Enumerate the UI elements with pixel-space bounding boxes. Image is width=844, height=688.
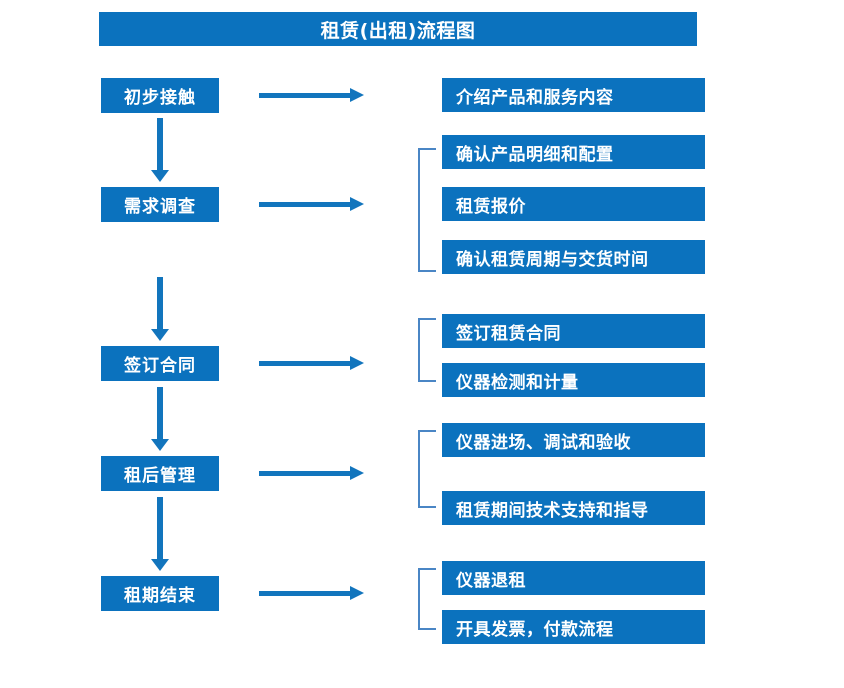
group-bracket-rental-period-end — [418, 568, 436, 630]
vertical-arrow-contract-to-manage — [151, 387, 169, 451]
group-bracket-sign-contract — [418, 318, 436, 382]
group-bracket-needs-survey — [418, 148, 436, 272]
stage-box-initial-contact[interactable]: 初步接触 — [101, 78, 219, 113]
horizontal-arrow-initial-contact — [259, 88, 364, 102]
stage-box-sign-contract[interactable]: 签订合同 — [101, 346, 219, 381]
horizontal-arrow-rental-period-end — [259, 586, 364, 600]
vertical-arrow-survey-to-contract — [151, 277, 169, 341]
detail-box-confirm-product-specs[interactable]: 确认产品明细和配置 — [442, 135, 705, 169]
detail-box-introduce-products[interactable]: 介绍产品和服务内容 — [442, 78, 705, 112]
detail-box-instrument-test-metering[interactable]: 仪器检测和计量 — [442, 363, 705, 397]
horizontal-arrow-sign-contract — [259, 356, 364, 370]
stage-box-post-rental-manage[interactable]: 租后管理 — [101, 456, 219, 491]
detail-box-rental-quotation[interactable]: 租赁报价 — [442, 187, 705, 221]
page-title: 租赁(出租)流程图 — [99, 12, 697, 46]
horizontal-arrow-post-rental-manage — [259, 466, 364, 480]
vertical-arrow-contact-to-survey — [151, 118, 169, 182]
detail-box-rental-tech-support[interactable]: 租赁期间技术支持和指导 — [442, 491, 705, 525]
detail-box-instrument-entry-accept[interactable]: 仪器进场、调试和验收 — [442, 423, 705, 457]
stage-box-rental-period-end[interactable]: 租期结束 — [101, 576, 219, 611]
detail-box-sign-rental-contract[interactable]: 签订租赁合同 — [442, 314, 705, 348]
detail-box-invoice-payment-process[interactable]: 开具发票，付款流程 — [442, 610, 705, 644]
detail-box-confirm-period-delivery[interactable]: 确认租赁周期与交货时间 — [442, 240, 705, 274]
horizontal-arrow-needs-survey — [259, 197, 364, 211]
vertical-arrow-manage-to-end — [151, 497, 169, 571]
group-bracket-post-rental-manage — [418, 430, 436, 508]
detail-box-instrument-return[interactable]: 仪器退租 — [442, 561, 705, 595]
stage-box-needs-survey[interactable]: 需求调查 — [101, 187, 219, 222]
